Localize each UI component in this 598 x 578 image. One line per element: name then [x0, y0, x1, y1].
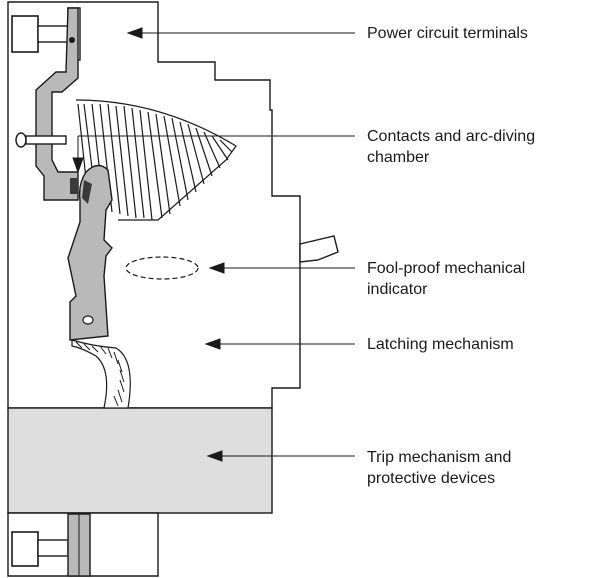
bottom-terminal-screw-icon — [11, 513, 91, 577]
contact-screw-icon — [15, 132, 67, 148]
arrow-power-terminals — [126, 27, 143, 39]
mechanical-indicator — [125, 256, 199, 280]
toggle-handle — [299, 235, 339, 263]
label-indicator-line1: Fool-proof mechanical — [367, 260, 526, 277]
label-power-terminals: Power circuit terminals — [367, 25, 528, 42]
label-contacts-line1: Contacts and arc-diving — [367, 128, 536, 145]
label-latching: Latching mechanism — [367, 336, 514, 353]
arc-chute — [75, 99, 237, 221]
arrow-trip — [206, 450, 223, 462]
moving-contact-arm — [67, 164, 113, 341]
label-trip-line1: Trip mechanism and — [367, 449, 512, 466]
arrow-latching — [204, 338, 221, 350]
breaker-housing — [7, 1, 301, 409]
arrow-contacts — [72, 157, 84, 174]
label-indicator-line2: indicator — [367, 281, 428, 298]
braided-conductor — [71, 339, 131, 409]
trip-mechanism-block — [7, 407, 273, 514]
fixed-contact-tip — [70, 178, 78, 194]
label-contacts-line2: chamber — [367, 149, 430, 166]
arrow-indicator — [208, 262, 225, 274]
label-trip-line2: protective devices — [367, 470, 496, 487]
